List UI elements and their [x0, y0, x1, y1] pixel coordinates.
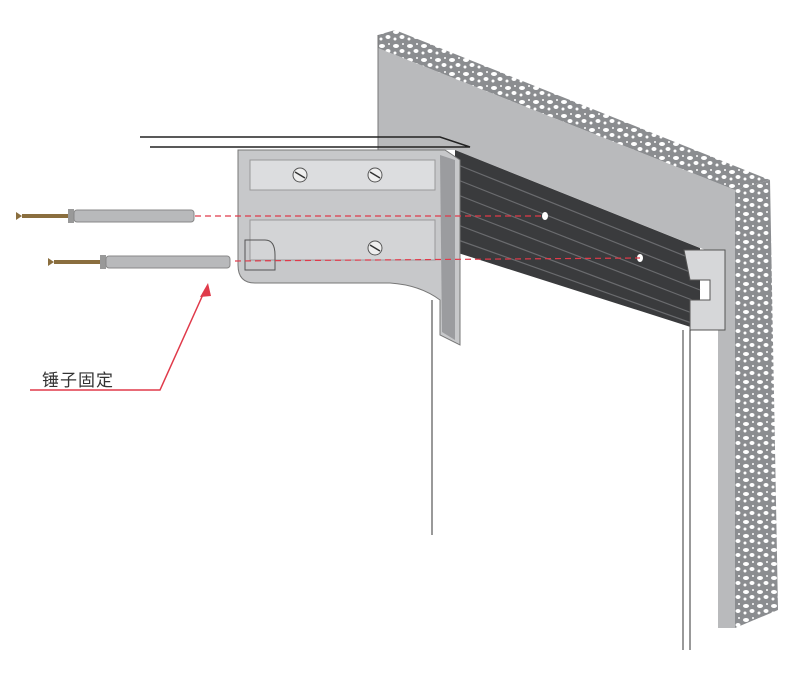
wall-side-section [735, 180, 778, 628]
arrow-icon [200, 283, 211, 297]
rail-hole [542, 212, 548, 220]
hammer-anchor-icon [16, 209, 195, 223]
wall-lintel [377, 30, 778, 628]
wall-top-section [378, 30, 770, 190]
rail-end-profile [683, 249, 726, 331]
door-rail [455, 150, 726, 331]
hammer-anchor-icon [48, 255, 231, 269]
screw-icon [292, 167, 308, 183]
screw-icon [367, 240, 383, 256]
callout-label: 锤子固定 [42, 371, 114, 391]
mounting-bracket [237, 149, 461, 346]
ceiling-line [140, 136, 471, 148]
alignment-line [234, 257, 641, 262]
wall-face [378, 48, 735, 628]
screw-icon [367, 167, 383, 183]
callout-line [30, 289, 206, 391]
